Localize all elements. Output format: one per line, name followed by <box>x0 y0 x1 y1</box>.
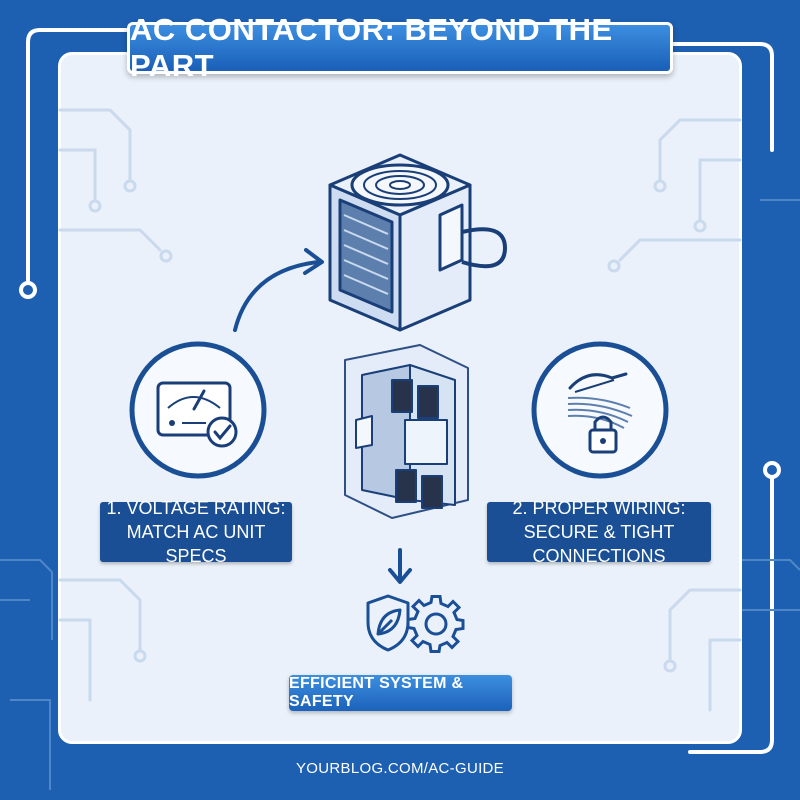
result-label-text: EFFICIENT SYSTEM & SAFETY <box>289 675 464 710</box>
curved-arrow <box>233 260 320 332</box>
gear-icon <box>406 595 465 653</box>
step-2-label: 2. PROPER WIRING: SECURE & TIGHT CONNECT… <box>487 498 711 566</box>
step-1-line-1: 1. VOLTAGE RATING: <box>106 498 286 518</box>
voltmeter-check-icon <box>129 341 267 479</box>
ac-unit-illustration <box>328 153 507 332</box>
step-2-line-2: SECURE & TIGHT CONNECTIONS <box>523 522 675 566</box>
page-title: AC CONTACTOR: BEYOND THE PART <box>127 12 673 83</box>
circuit-trace-top-left <box>26 28 130 282</box>
step-1-label: 1. VOLTAGE RATING: MATCH AC UNIT SPECS <box>100 498 292 566</box>
result-label: EFFICIENT SYSTEM & SAFETY <box>289 675 512 711</box>
contactor-illustration <box>344 344 469 519</box>
panel-circuit-traces <box>58 108 742 712</box>
step-1-line-2: MATCH AC UNIT SPECS <box>126 522 266 566</box>
step-2-line-1: 2. PROPER WIRING: <box>512 498 686 518</box>
shield-leaf-icon <box>366 594 410 652</box>
page-title-text: AC CONTACTOR: BEYOND THE PART <box>130 12 613 83</box>
wiring-lock-icon <box>531 341 669 479</box>
footer-url: YOURBLOG.COM/AC-GUIDE <box>296 760 504 777</box>
circuit-trace-bottom-right <box>688 468 774 754</box>
down-arrow <box>388 548 412 584</box>
